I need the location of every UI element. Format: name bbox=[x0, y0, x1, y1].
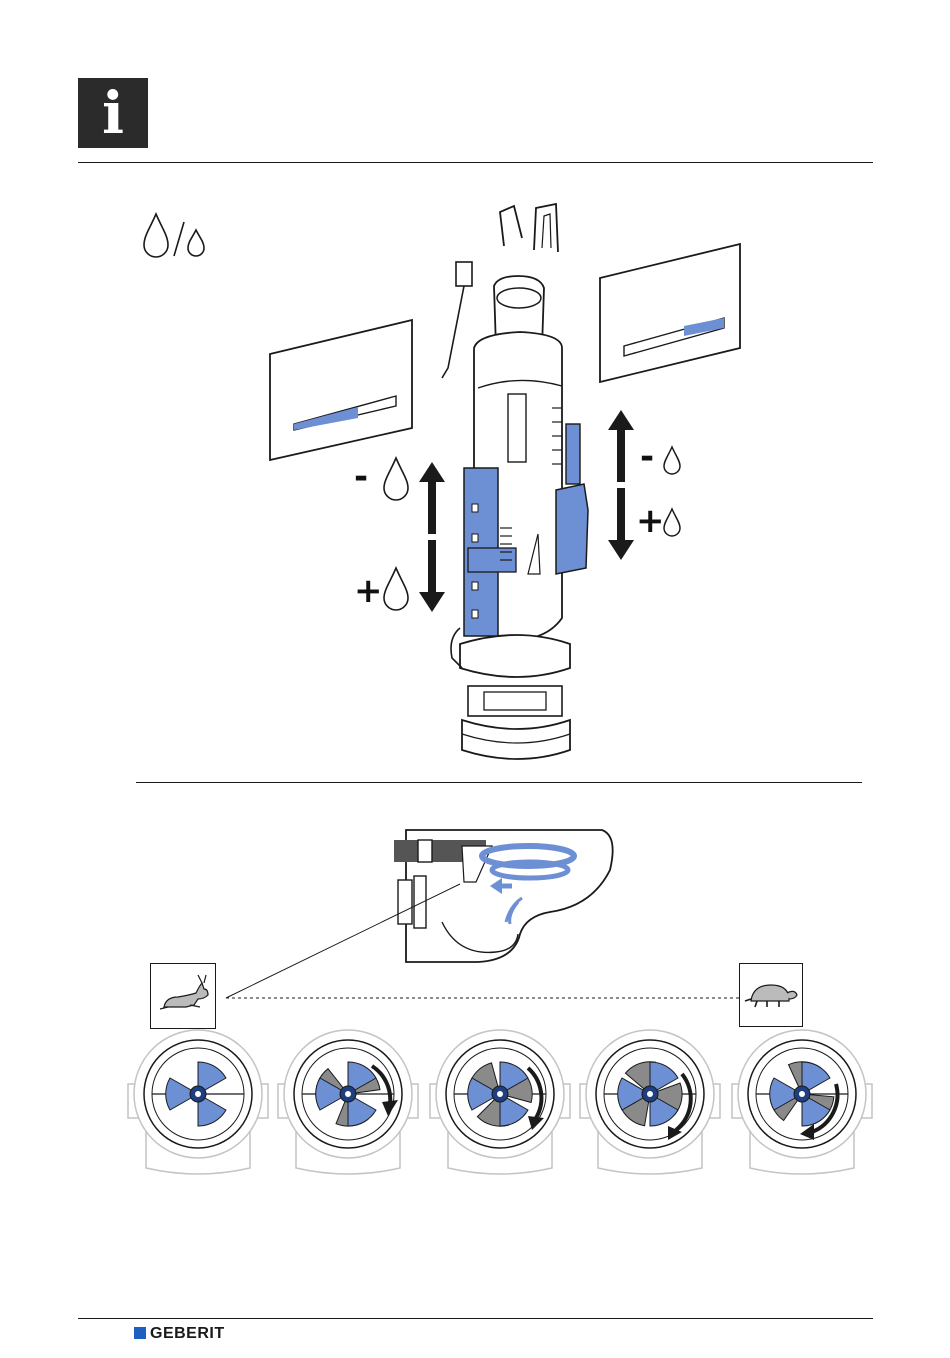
flow-regulator-row bbox=[126, 1018, 874, 1178]
footer-divider bbox=[78, 1318, 873, 1319]
flow-regulator-step-1 bbox=[128, 1030, 268, 1174]
brand-logo: GEBERIT bbox=[134, 1323, 225, 1343]
flow-regulator-step-3 bbox=[430, 1030, 570, 1174]
flow-regulator-step-4 bbox=[580, 1030, 720, 1174]
flow-regulator-step-5 bbox=[732, 1030, 872, 1174]
brand-name: GEBERIT bbox=[150, 1325, 225, 1342]
brand-square-icon bbox=[134, 1327, 146, 1339]
flow-regulator-step-2 bbox=[278, 1030, 418, 1174]
